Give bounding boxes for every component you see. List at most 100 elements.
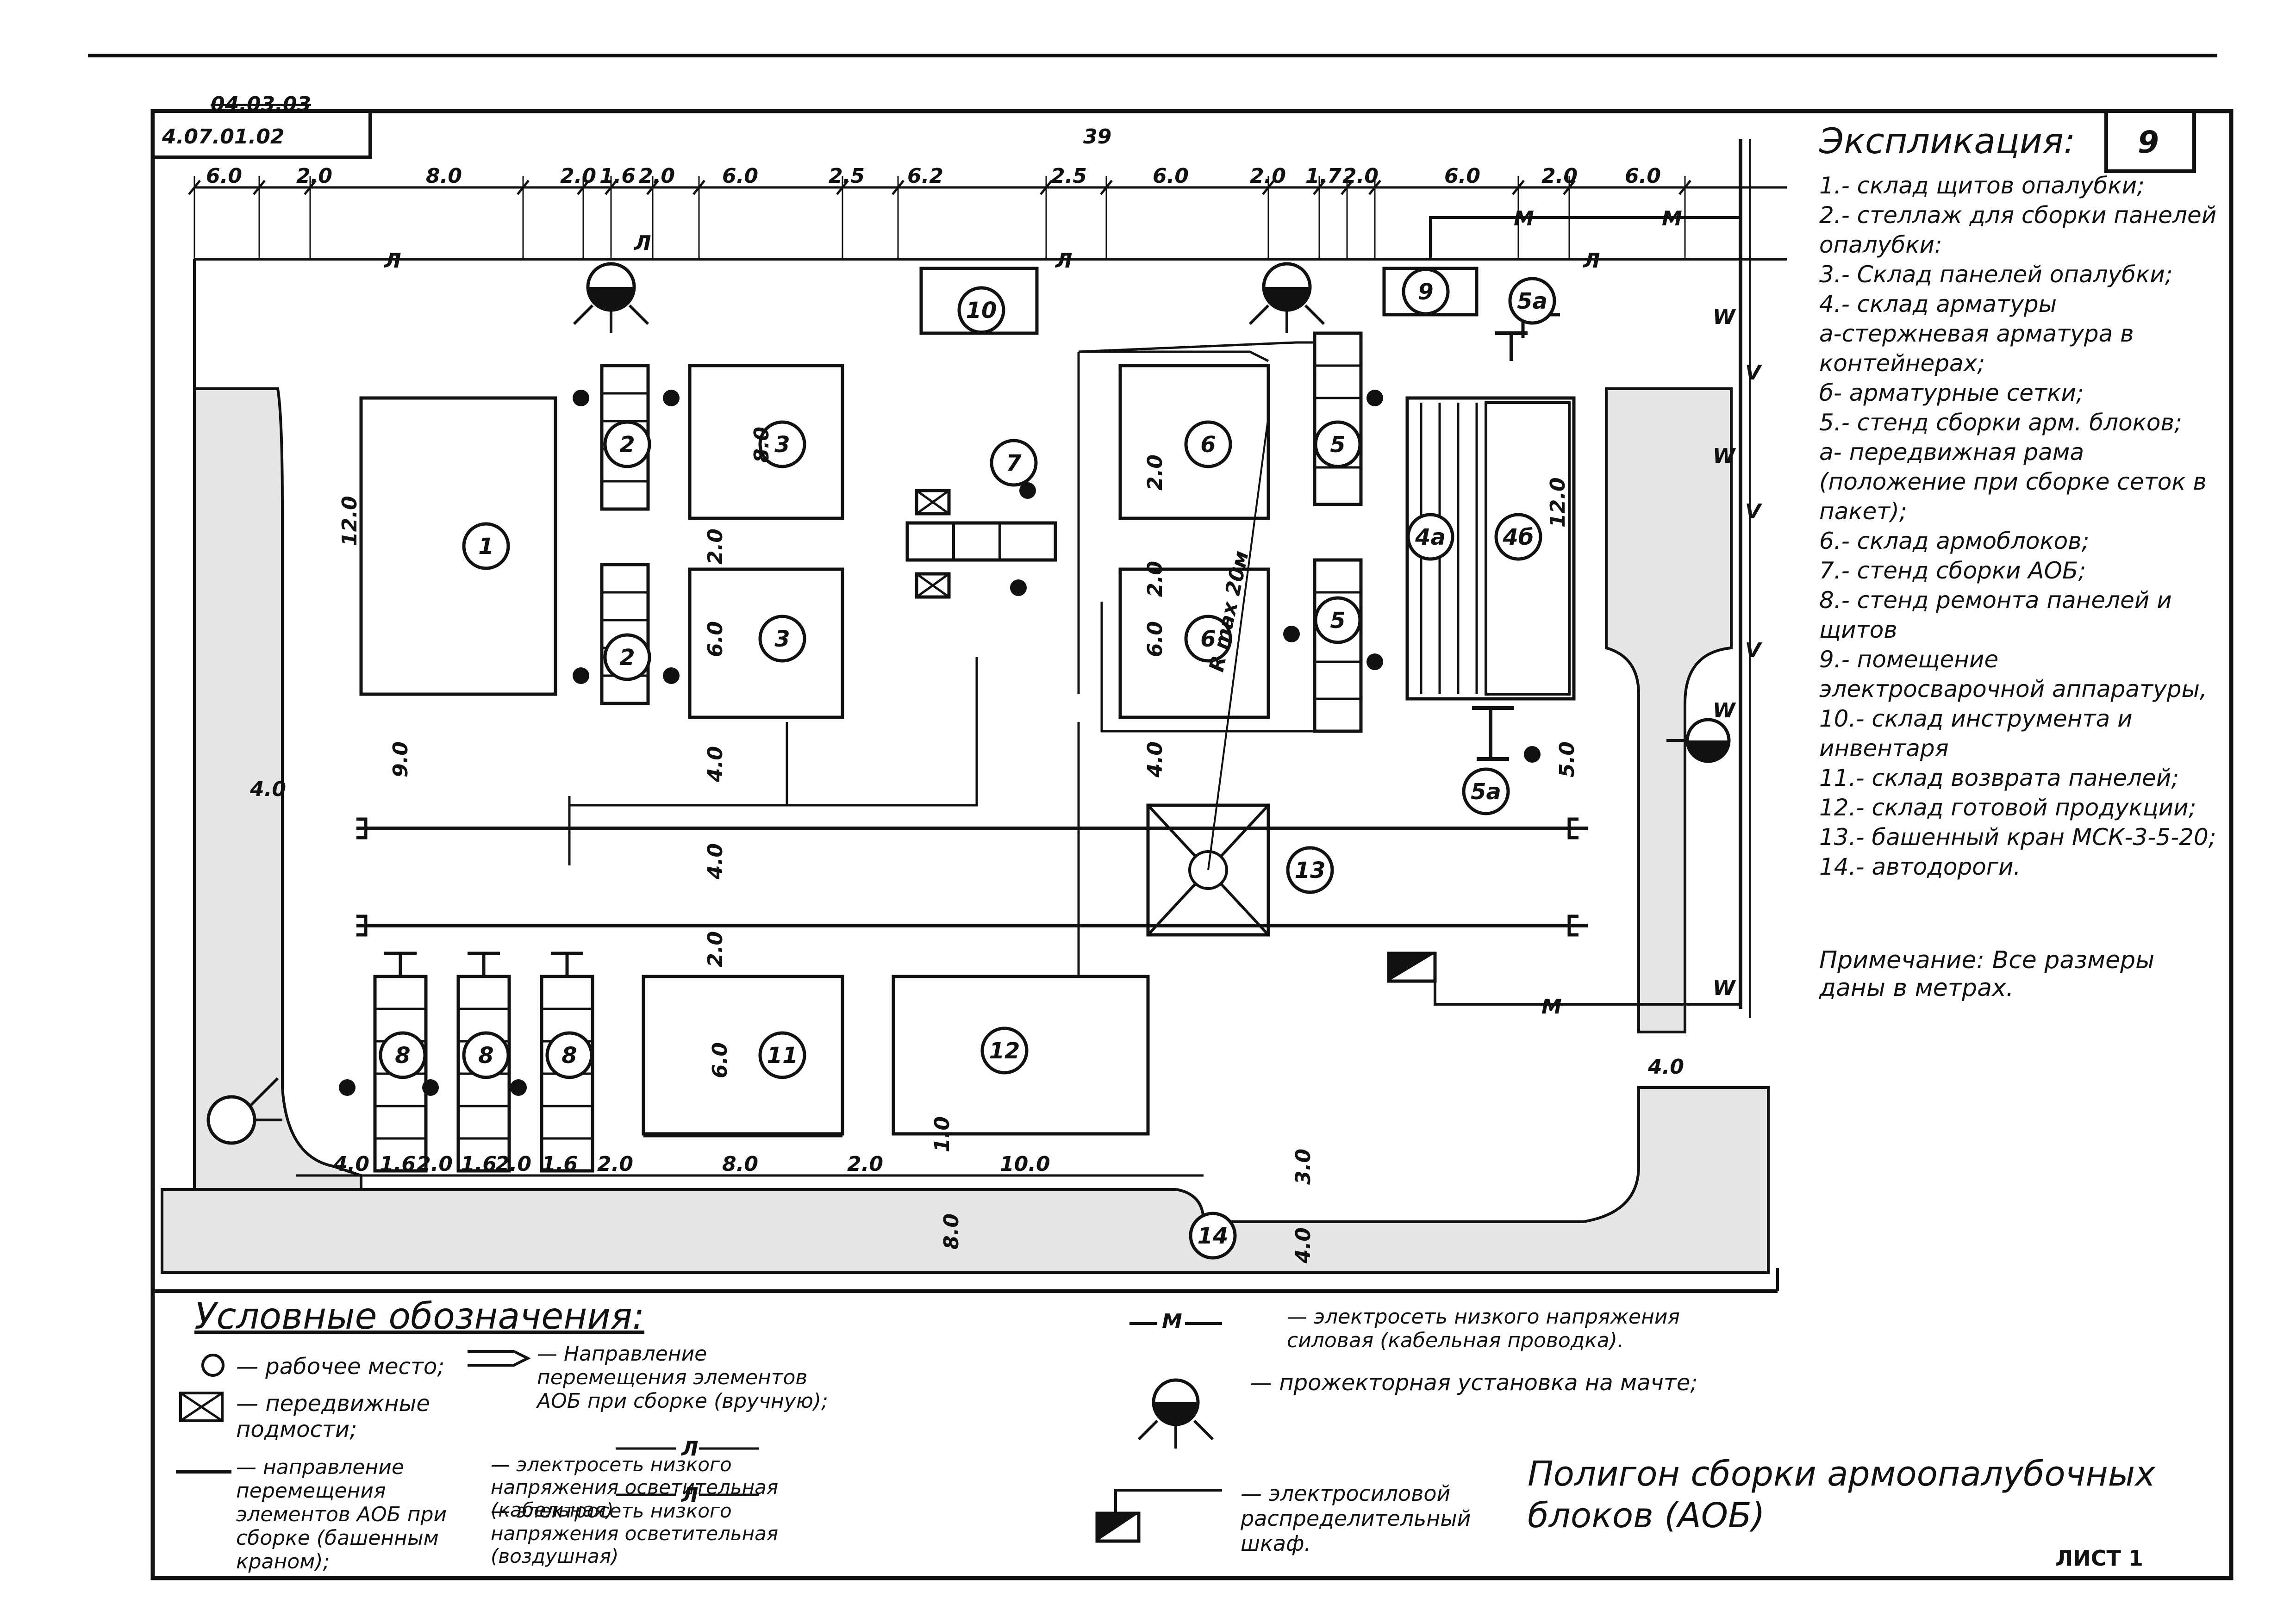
bottom-dimension-label: 1.6 xyxy=(542,1152,578,1176)
page-number: 39 xyxy=(1083,125,1111,149)
doc-code-struck: 04.03.03 xyxy=(211,93,311,116)
water-marker-2: W xyxy=(1713,444,1736,468)
legend-workplace-icon xyxy=(201,1354,225,1377)
work-place-dot xyxy=(1019,482,1036,499)
legend-cabinet-icon xyxy=(1095,1489,1222,1543)
work-places xyxy=(339,390,1541,1096)
power-line-top xyxy=(1429,216,1741,259)
bottom-dimension-label: 2.0 xyxy=(417,1152,453,1176)
top-dimension-label: 2.0 xyxy=(1342,164,1379,188)
explication-panel: Экспликация: 1.- склад щитов опалубки;2.… xyxy=(1819,120,2217,1002)
top-dimension-label: 6.0 xyxy=(1444,164,1480,188)
stand-hook xyxy=(468,951,500,976)
inner-dimension-label: 4.0 xyxy=(1143,741,1167,778)
drawing-title: Полигон сборки армоопалубочных блоков (А… xyxy=(1528,1454,2155,1536)
zone-circle xyxy=(758,420,806,468)
doc-code: 4.07.01.02 xyxy=(162,125,284,149)
legend-lighting-marker: Л xyxy=(680,1437,699,1461)
zone-circle xyxy=(758,615,806,663)
legend-power-marker: М xyxy=(1162,1310,1182,1333)
bottom-dimension-label: 8.0 xyxy=(722,1152,758,1176)
explication-item: 10.- склад инструмента и инвентаря xyxy=(1819,705,2133,762)
legend-item-cabinet: — электросиловой распределительный шкаф. xyxy=(1241,1481,1471,1556)
top-dimension-label: 2.0 xyxy=(296,164,332,188)
work-place-dot xyxy=(1366,653,1383,670)
valve-marker: V xyxy=(1745,361,1762,385)
zone-circle xyxy=(1184,615,1232,663)
zone-number: 11 xyxy=(767,1043,798,1069)
explication-note: Примечание: Все размеры даны в метрах. xyxy=(1819,946,2155,1002)
zone-5-stand-bottom xyxy=(1313,558,1363,733)
zone-number: 4б xyxy=(1503,524,1534,550)
work-place-dot xyxy=(663,390,680,406)
legend-symbols: М Л Л xyxy=(176,1310,1222,1543)
explication-item: 8.- стенд ремонта панелей и щитов xyxy=(1819,587,2172,643)
explication-title: Экспликация: xyxy=(1819,120,2076,162)
inner-dimension-label: 2.0 xyxy=(1143,454,1167,491)
inner-dimension-label: 8.0 xyxy=(940,1213,963,1250)
legend-panel: Условные обозначения: — рабочее место; —… xyxy=(185,1296,2155,1573)
zone-number: 2 xyxy=(619,432,635,458)
zone-circle xyxy=(990,439,1038,487)
zone-8-repair-stands xyxy=(373,951,594,1173)
lighting-marker-3: Л xyxy=(1054,249,1073,273)
top-dimension-label: 6.0 xyxy=(722,164,758,188)
zone-number: 5а xyxy=(1517,288,1547,314)
explication-item: 14.- автодороги. xyxy=(1819,853,2021,880)
legend-item-manual-move: — Направление перемещения элементов АОБ … xyxy=(537,1342,828,1413)
mobile-stand-1 xyxy=(915,489,951,516)
legend-item-lighting-air: — электросеть низкого напряжения осветит… xyxy=(491,1499,779,1567)
legend-mobile-stand-icon xyxy=(179,1392,224,1422)
zone-number: 1 xyxy=(478,534,493,560)
sheet-number: 9 xyxy=(2138,124,2159,160)
bottom-dimension-label: 4.0 xyxy=(333,1152,369,1176)
water-marker: W xyxy=(1713,305,1736,329)
inner-dimension-label: 4.0 xyxy=(1292,1227,1315,1264)
zone-4-armature-store xyxy=(1405,396,1576,701)
sheet-number-box xyxy=(2104,109,2196,173)
legend-floodlight-icon xyxy=(1137,1378,1214,1449)
legend-item-power-cable: — электросеть низкого напряжения силовая… xyxy=(1287,1305,1680,1352)
work-place-dot xyxy=(663,667,680,684)
sheet-label: ЛИСТ 1 xyxy=(2055,1546,2143,1571)
zone-circle xyxy=(1184,420,1232,468)
inner-dimension-label: 4.0 xyxy=(704,746,727,783)
explication-item: б- арматурные сетки; xyxy=(1819,379,2084,406)
inner-dimension-label: 4.0 xyxy=(704,843,727,880)
explication-item: а- передвижная рама (положение при сборк… xyxy=(1819,439,2207,525)
inner-dimension-label: 2.0 xyxy=(1143,561,1167,597)
inner-dimension-label: 9.0 xyxy=(389,741,412,777)
power-marker: М xyxy=(1514,207,1534,230)
zone-circle xyxy=(1406,513,1454,561)
zone-circle xyxy=(462,522,510,570)
lighting-marker: Л xyxy=(383,249,401,273)
zone-number: 6 xyxy=(1200,626,1216,652)
top-dimension-label: 1.7 xyxy=(1305,164,1341,188)
floodlight-mast-1 xyxy=(573,262,649,333)
explication-item: 2.- стеллаж для сборки панелей опалубки: xyxy=(1819,202,2217,258)
stand-hook xyxy=(551,951,583,976)
zone-circle xyxy=(379,1031,427,1079)
road-bottom xyxy=(161,1086,1770,1274)
road-right xyxy=(1605,387,1733,1033)
top-dimension-label: 6.0 xyxy=(206,164,242,188)
zone-number: 5 xyxy=(1330,432,1345,458)
zone-number: 2 xyxy=(619,645,635,671)
bottom-dimension-label: 1.6 xyxy=(380,1152,416,1176)
inner-dimension-label: 6.0 xyxy=(1143,621,1167,657)
zone-number: 7 xyxy=(1006,450,1022,476)
zone-circle xyxy=(1189,1212,1237,1260)
zone-circle xyxy=(462,1031,510,1079)
explication-item: 13.- башенный кран МСК-3-5-20; xyxy=(1819,824,2216,851)
legend-item-crane-move: — направление перемещения элементов АОБ … xyxy=(236,1455,447,1573)
zone-number: 14 xyxy=(1198,1223,1229,1249)
top-dimension-label: 2.0 xyxy=(639,164,675,188)
zone-number: 4а xyxy=(1415,524,1446,550)
top-dimension-ticks xyxy=(188,176,1691,259)
legend-manual-move-icon xyxy=(468,1350,531,1367)
document-code-stamp xyxy=(151,109,372,159)
inner-dimension-label: 4.0 xyxy=(250,777,286,801)
zone-1-formwork-store xyxy=(359,396,557,696)
stand-hook xyxy=(384,951,417,976)
